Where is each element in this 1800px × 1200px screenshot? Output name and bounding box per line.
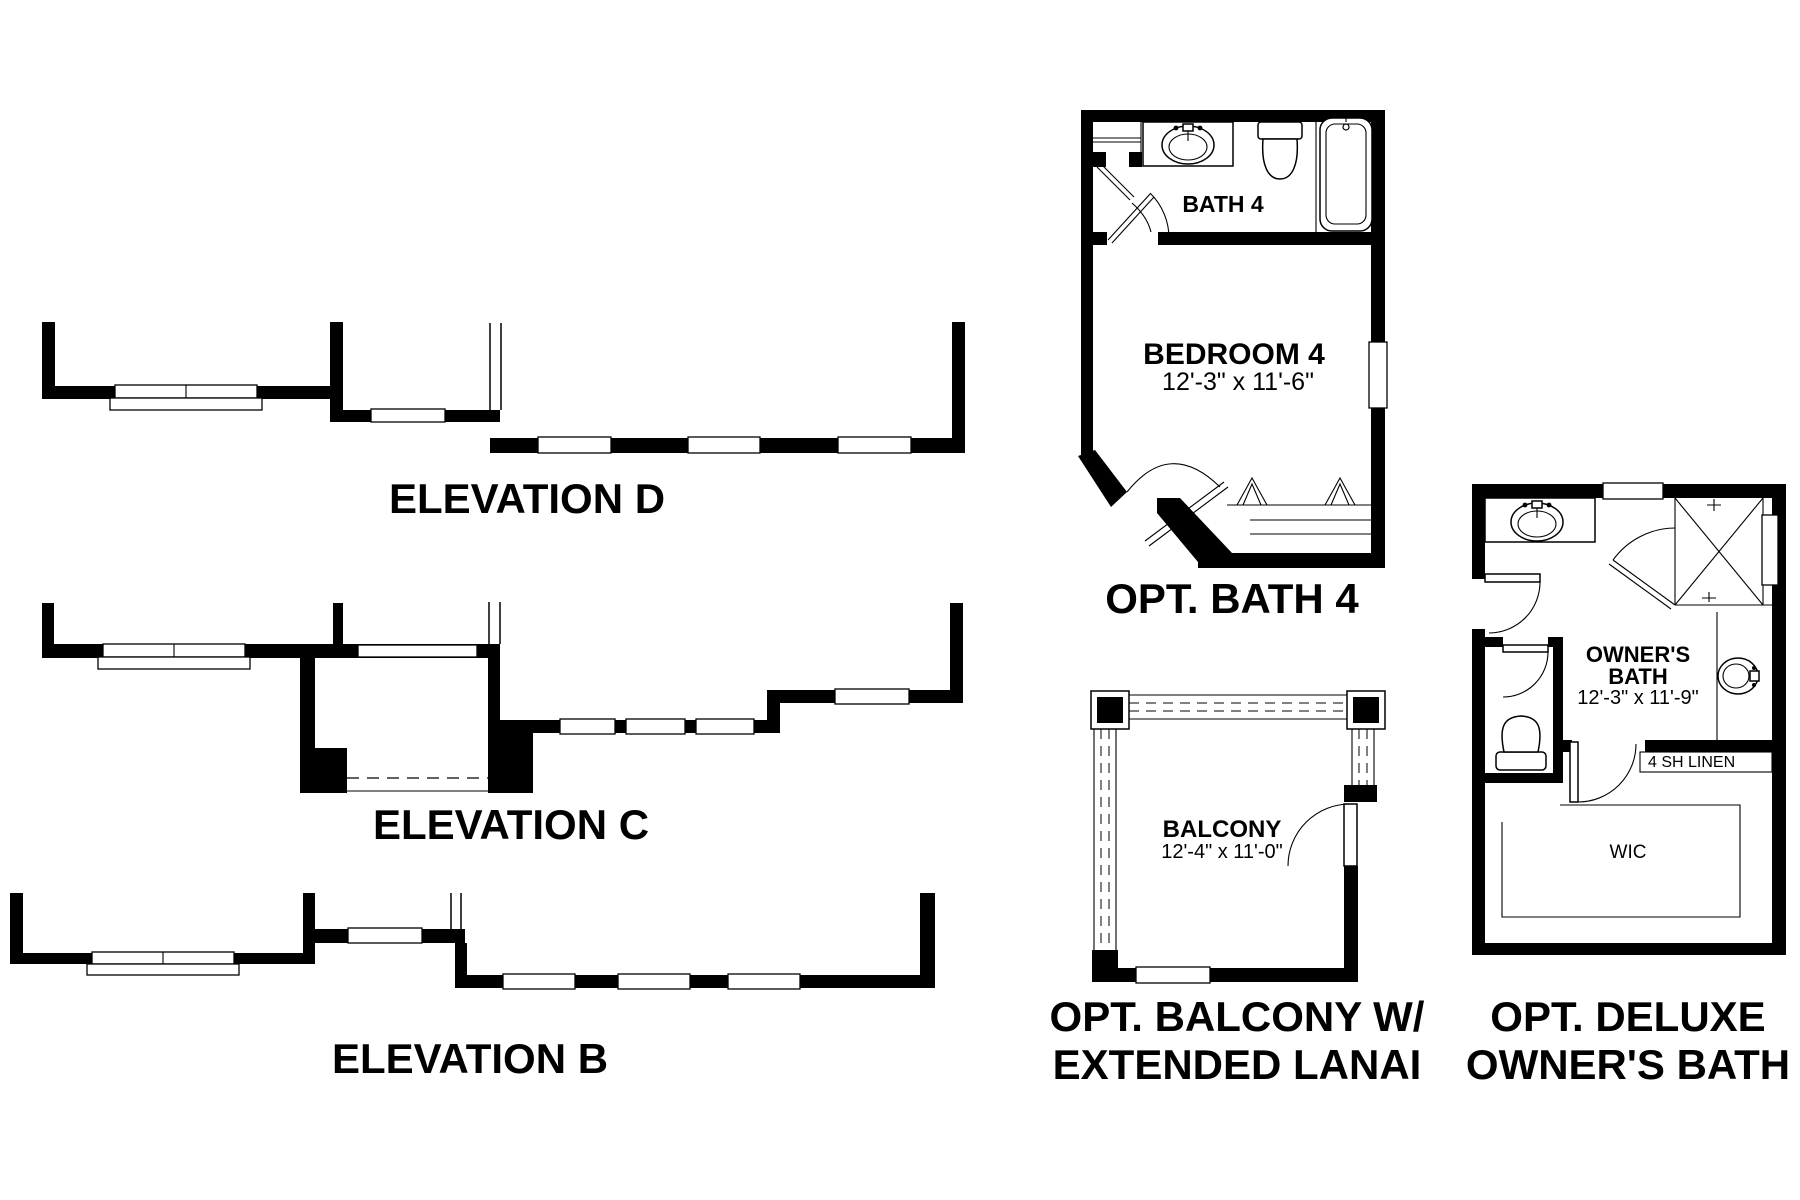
toilet-icon bbox=[1495, 715, 1547, 771]
bifold-door-icon bbox=[1236, 476, 1356, 506]
wall-projection-icon bbox=[450, 893, 462, 929]
door-swing-icon bbox=[1569, 741, 1637, 803]
wall-projection-icon bbox=[489, 323, 502, 410]
vanity-sink-icon bbox=[1484, 497, 1596, 543]
pedestal-sink-icon bbox=[1716, 612, 1760, 740]
opt-owners-bath-caption-line2: OWNER'S BATH bbox=[1465, 1041, 1791, 1088]
opt-balcony-caption-line2: EXTENDED LANAI bbox=[1052, 1041, 1422, 1088]
elevation-d-plan bbox=[42, 322, 965, 454]
opt-owners-bath-caption-line1: OPT. DELUXE bbox=[1490, 993, 1766, 1040]
cased-opening bbox=[1602, 482, 1664, 500]
opt-bath4-caption: OPT. BATH 4 bbox=[1105, 575, 1359, 622]
door-swing-icon bbox=[1096, 163, 1152, 233]
opt-balcony-plan bbox=[1090, 690, 1386, 984]
bedroom-window bbox=[1368, 341, 1388, 409]
elevation-b-plan bbox=[10, 893, 935, 990]
bedroom4-room-label: BEDROOM 4 bbox=[1143, 338, 1325, 371]
shower-icon bbox=[1674, 497, 1779, 606]
linen-closet bbox=[1639, 751, 1773, 773]
elevation-c-plan bbox=[42, 602, 963, 793]
balcony-room-label: BALCONY bbox=[1162, 816, 1282, 843]
screen-rail-icon bbox=[1351, 729, 1375, 787]
balcony-post-icon bbox=[1090, 690, 1386, 730]
elevation-d-caption: ELEVATION D bbox=[388, 475, 666, 522]
opt-bath4-plan bbox=[1078, 110, 1388, 568]
balcony-room-dims: 12'-4" x 11'-0" bbox=[1161, 841, 1283, 863]
elevation-b-caption: ELEVATION B bbox=[331, 1035, 609, 1082]
door-swing-icon bbox=[1608, 527, 1676, 610]
closet-shelves-icon bbox=[1093, 122, 1142, 152]
door-swing-icon bbox=[1484, 573, 1541, 634]
opt-owners-bath-plan bbox=[1472, 482, 1786, 955]
screen-rail-icon bbox=[1093, 729, 1117, 957]
owners-bath-label-line1: OWNER'S bbox=[1585, 642, 1691, 667]
wic-shelf-line bbox=[1501, 804, 1741, 918]
door-swing-icon bbox=[1287, 803, 1358, 867]
door-swing-icon bbox=[1107, 192, 1170, 244]
wall-projection-icon bbox=[488, 602, 501, 644]
toilet-icon bbox=[1257, 121, 1303, 180]
screen-rail-icon bbox=[1129, 694, 1347, 720]
bedroom4-room-dims: 12'-3" x 11'-6" bbox=[1162, 368, 1314, 396]
owners-bath-dims: 12'-3" x 11'-9" bbox=[1577, 687, 1699, 709]
door-swing-icon bbox=[1502, 644, 1549, 698]
opt-balcony-caption-line1: OPT. BALCONY W/ bbox=[1049, 993, 1425, 1040]
closet-shelves-icon bbox=[1250, 519, 1371, 535]
owners-bath-label-line2: BATH bbox=[1608, 664, 1668, 689]
bathtub-icon bbox=[1315, 112, 1373, 232]
vanity-sink-icon bbox=[1142, 121, 1234, 167]
linen-label: 4 SH LINEN bbox=[1648, 754, 1736, 771]
bath4-room-label: BATH 4 bbox=[1182, 191, 1264, 217]
elevation-c-caption: ELEVATION C bbox=[372, 801, 650, 848]
wic-label: WIC bbox=[1609, 842, 1647, 863]
